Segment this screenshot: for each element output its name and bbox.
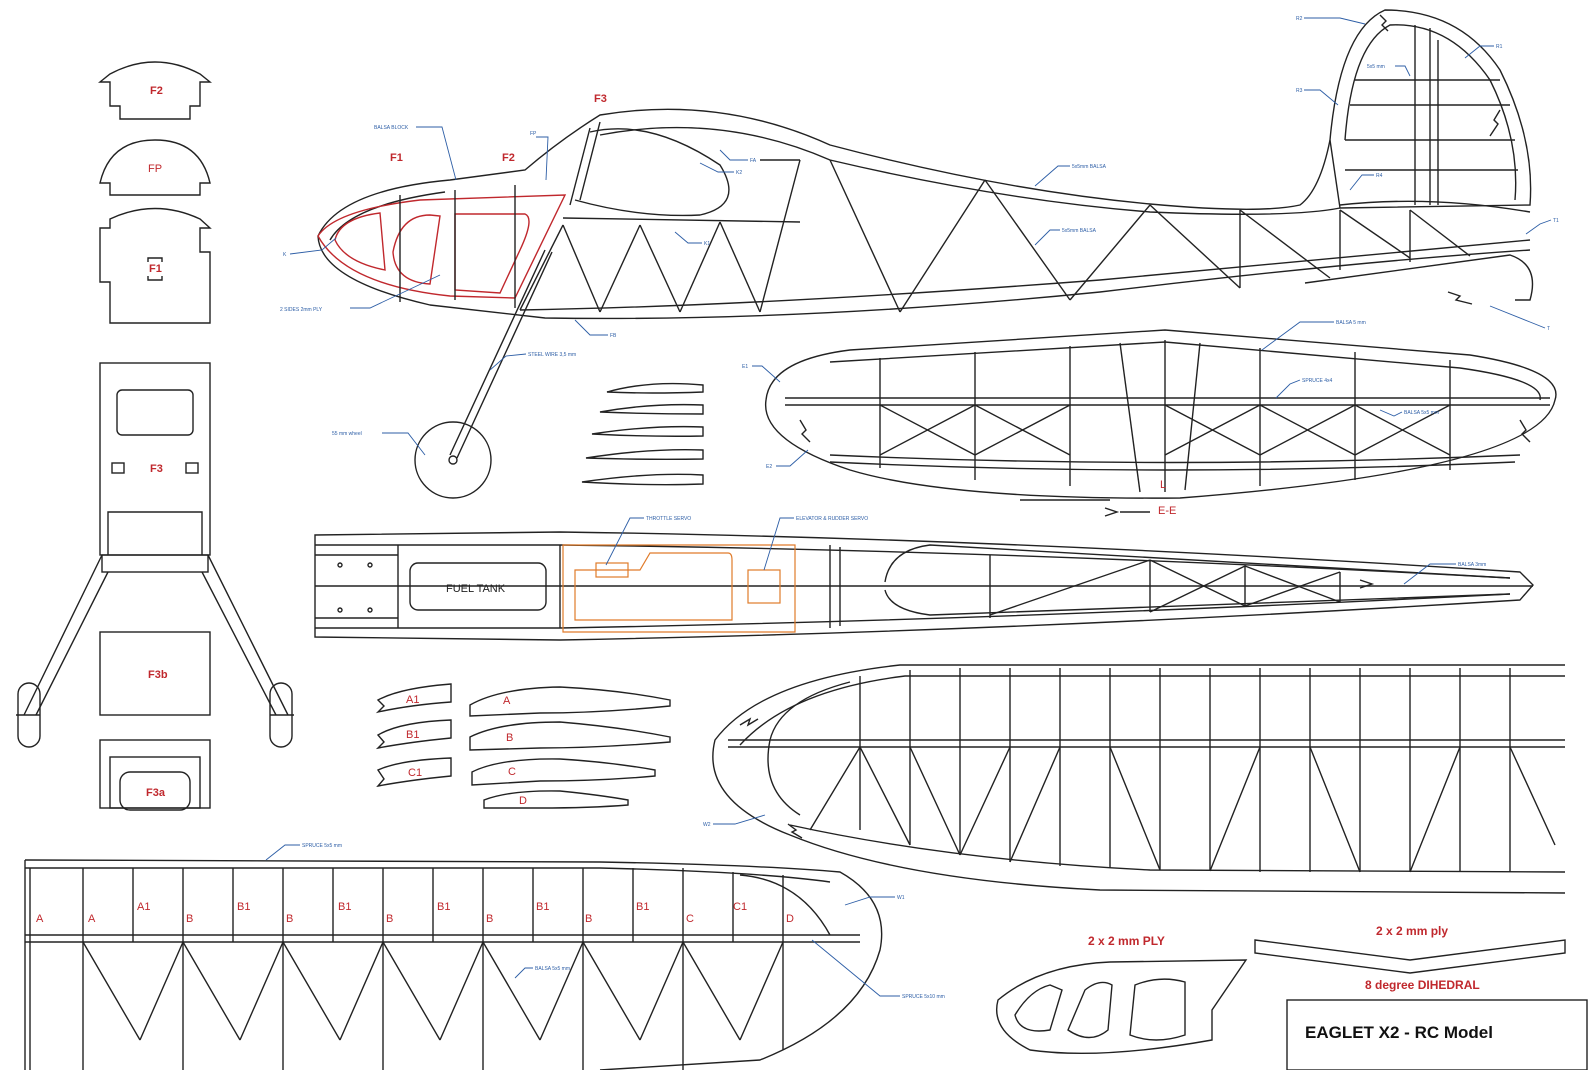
- stab-balsa-5mm-label: BALSA 5 mm: [1336, 320, 1366, 326]
- tail-fin: R2 R1 R3 R4 5x5 mm T T1: [1296, 9, 1559, 332]
- fuselage-f2-label: F2: [502, 152, 515, 164]
- former-f3b: F3b: [99, 631, 211, 716]
- ply-left-label: 2 x 2 mm PLY: [1088, 934, 1165, 948]
- wing-rib-label-15: D: [786, 913, 794, 925]
- wing-top-view: W2: [703, 664, 1566, 894]
- stab-balsa-5x5-label: BALSA 5x5 mm: [1404, 410, 1439, 416]
- rib-c-label: C: [508, 766, 516, 778]
- wing-rib-label-9: B: [486, 913, 493, 925]
- k2-label: K2: [736, 170, 742, 176]
- fin-balsa-label: 5x5 mm: [1367, 64, 1385, 70]
- fp-label: FP: [530, 131, 537, 137]
- former-f2-label: F2: [150, 85, 163, 97]
- former-fp-label: FP: [148, 163, 162, 175]
- dihedral-braces: 2 x 2 mm PLY 2 x 2 mm ply 8 degree DIHED…: [996, 924, 1566, 1055]
- fuselage-f1-label: F1: [390, 152, 403, 164]
- wing-rib-label-5: B: [286, 913, 293, 925]
- w2-label: W2: [703, 822, 711, 828]
- fuselage-top-view: FUEL TANK THROTTLE SERVO ELEVATOR & RUDD…: [314, 516, 1534, 641]
- w1-label: W1: [897, 895, 905, 901]
- stab-section-label: E-E: [1158, 505, 1176, 517]
- fb-label: FB: [610, 333, 617, 339]
- fuselage-f3-label: F3: [594, 93, 607, 105]
- ply-right-label: 2 x 2 mm ply: [1376, 924, 1448, 938]
- wing-rib-label-6: B1: [338, 901, 351, 913]
- e2-label: E2: [766, 464, 772, 470]
- wing-rib-label-4: B1: [237, 901, 250, 913]
- k-label: K: [283, 252, 287, 258]
- wing-rib-label-14: C1: [733, 901, 747, 913]
- throttle-servo-label: THROTTLE SERVO: [646, 516, 691, 522]
- wing-balsa-label: BALSA 5x5 mm: [535, 966, 570, 972]
- stab-spruce-label: SPRUCE 4x4: [1302, 378, 1333, 384]
- r3-label: R3: [1296, 88, 1303, 94]
- wing-rib-label-2: A1: [137, 901, 150, 913]
- former-f3b-label: F3b: [148, 669, 168, 681]
- rib-d-label: D: [519, 795, 527, 807]
- stab-rib-pieces: [581, 382, 704, 486]
- fuselage-side-view: F3 F1 F2 BALSA BLOCK 2 SIDES 2mm PLY STE…: [280, 93, 1531, 499]
- fuel-tank-label: FUEL TANK: [446, 583, 506, 595]
- wing-spruce-right-label: SPRUCE 5x10 mm: [902, 994, 945, 1000]
- wing-rib-label-0: A: [36, 913, 44, 925]
- wing-rib-label-12: B1: [636, 901, 649, 913]
- former-f1-label: F1: [149, 263, 162, 275]
- rib-c1-label: C1: [408, 767, 422, 779]
- wing-rib-label-3: B: [186, 913, 193, 925]
- wing-rib-label-1: A: [88, 913, 96, 925]
- e1-label: E1: [742, 364, 748, 370]
- wing-rib-labels: A A A1B B1B B1B B1B B1B B1C C1D: [36, 901, 794, 925]
- t1-label: T1: [1553, 218, 1559, 224]
- title-block: EAGLET X2 - RC Model: [1286, 999, 1588, 1070]
- former-f3a-label: F3a: [146, 787, 166, 799]
- k1-label: K1: [704, 241, 710, 247]
- fa-label: FA: [750, 158, 757, 164]
- r1-label: R1: [1496, 44, 1503, 50]
- wing-ribs: A1 B1 C1 A B C D: [375, 683, 671, 809]
- r4-label: R4: [1376, 173, 1383, 179]
- wheel-label: 55 mm wheel: [332, 431, 362, 437]
- former-fp: FP: [99, 139, 211, 196]
- balsa-3mm-label: BALSA 3mm: [1458, 562, 1486, 568]
- wing-bottom-view: SPRUCE 5x5 mm W1 BALSA 5x5 mm SPRUCE 5x1…: [24, 843, 945, 1070]
- balsa-5x5-mid-label: 5x5mm BALSA: [1062, 228, 1097, 234]
- wing-rib-label-8: B1: [437, 901, 450, 913]
- wing-spruce-top-label: SPRUCE 5x5 mm: [302, 843, 342, 849]
- rib-b1-label: B1: [406, 729, 419, 741]
- former-f3-label: F3: [150, 463, 163, 475]
- stab-l-label: L: [1160, 479, 1166, 491]
- elevator-rudder-servo-label: ELEVATOR & RUDDER SERVO: [796, 516, 868, 522]
- former-f3-landing-gear: F3: [16, 362, 294, 748]
- former-f1: F1: [99, 207, 212, 324]
- former-f2: F2: [98, 61, 212, 120]
- dihedral-label: 8 degree DIHEDRAL: [1365, 978, 1480, 992]
- rib-b-label: B: [506, 732, 513, 744]
- wing-rib-label-13: C: [686, 913, 694, 925]
- model-title: EAGLET X2 - RC Model: [1305, 1023, 1493, 1042]
- balsa-5x5-top-label: 5x5mm BALSA: [1072, 164, 1107, 170]
- wing-rib-label-7: B: [386, 913, 393, 925]
- steel-wire-label: STEEL WIRE 3,5 mm: [528, 352, 576, 358]
- wing-rib-label-10: B1: [536, 901, 549, 913]
- wing-rib-label-11: B: [585, 913, 592, 925]
- balsa-block-label: BALSA BLOCK: [374, 125, 409, 131]
- horizontal-stabilizer: BALSA 5 mm SPRUCE 4x4 BALSA 5x5 mm E1 E2…: [742, 320, 1557, 517]
- rib-a-label: A: [503, 695, 511, 707]
- former-f3a: F3a: [99, 739, 211, 811]
- ply-sides-label: 2 SIDES 2mm PLY: [280, 307, 323, 313]
- rib-a1-label: A1: [406, 694, 419, 706]
- t-label: T: [1547, 326, 1550, 332]
- r2-label: R2: [1296, 16, 1303, 22]
